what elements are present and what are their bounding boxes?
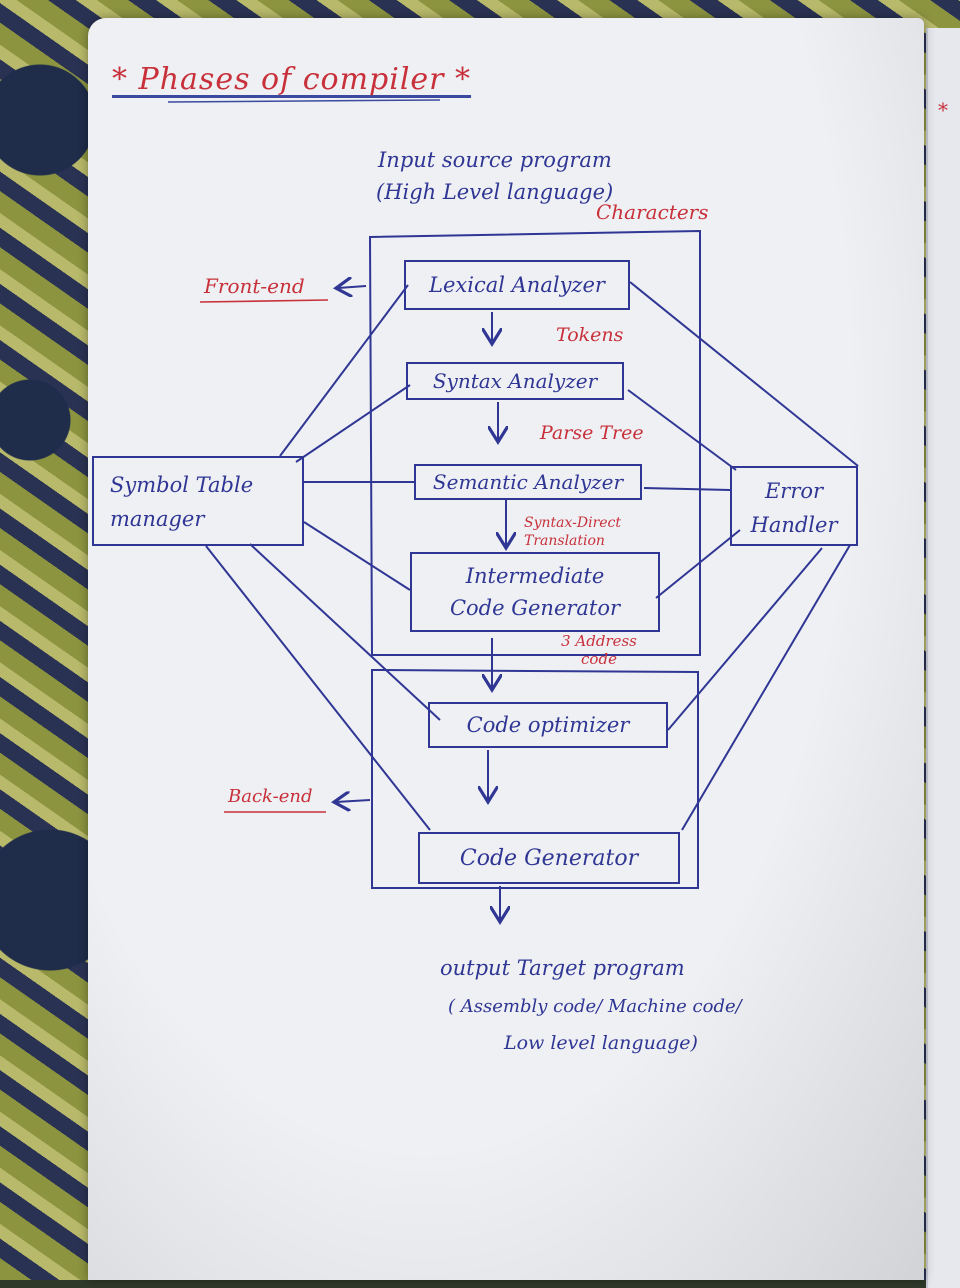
error-handler-label: Error Handler: [750, 479, 838, 537]
page-title: * Phases of compiler *: [112, 62, 472, 97]
lexical-analyzer-label: Lexical Analyzer: [429, 273, 605, 297]
tokens-label: Tokens: [556, 324, 624, 346]
lexical-analyzer-box: Lexical Analyzer: [404, 260, 630, 310]
output-line-3: Low level language): [504, 1032, 698, 1054]
front-end-frame: [368, 229, 701, 656]
next-notebook-page: *: [926, 28, 960, 1288]
intermediate-code-generator-label: Intermediate Code Generator: [449, 564, 621, 620]
symbol-table-manager-box: Symbol Table manager: [92, 456, 304, 546]
error-handler-box: Error Handler: [730, 466, 858, 546]
semantic-analyzer-box: Semantic Analyzer: [414, 464, 642, 500]
notebook-page: [88, 18, 924, 1280]
code-generator-label: Code Generator: [459, 845, 639, 871]
output-line-2: ( Assembly code/ Machine code/: [448, 996, 742, 1017]
input-line-2: (High Level language): [376, 180, 614, 204]
syntax-analyzer-box: Syntax Analyzer: [406, 362, 624, 400]
parse-tree-label: Parse Tree: [540, 422, 644, 444]
code-optimizer-label: Code optimizer: [466, 713, 630, 737]
syntax-analyzer-label: Syntax Analyzer: [432, 369, 598, 393]
three-address-code-label: 3 Address code: [561, 632, 637, 668]
back-end-frame: [371, 668, 699, 889]
margin-asterisk: *: [938, 98, 948, 122]
syntax-directed-translation-label: Syntax-Direct Translation: [524, 515, 622, 549]
code-optimizer-box: Code optimizer: [428, 702, 668, 748]
characters-label: Characters: [596, 200, 709, 224]
output-line-1: output Target program: [440, 956, 685, 980]
semantic-analyzer-label: Semantic Analyzer: [432, 470, 624, 494]
intermediate-code-generator-box: Intermediate Code Generator: [410, 552, 660, 632]
front-end-label: Front-end: [204, 274, 305, 298]
symbol-table-manager-label: Symbol Table manager: [110, 473, 254, 531]
input-line-1: Input source program: [378, 148, 612, 172]
back-end-label: Back-end: [228, 786, 313, 807]
code-generator-box: Code Generator: [418, 832, 680, 884]
